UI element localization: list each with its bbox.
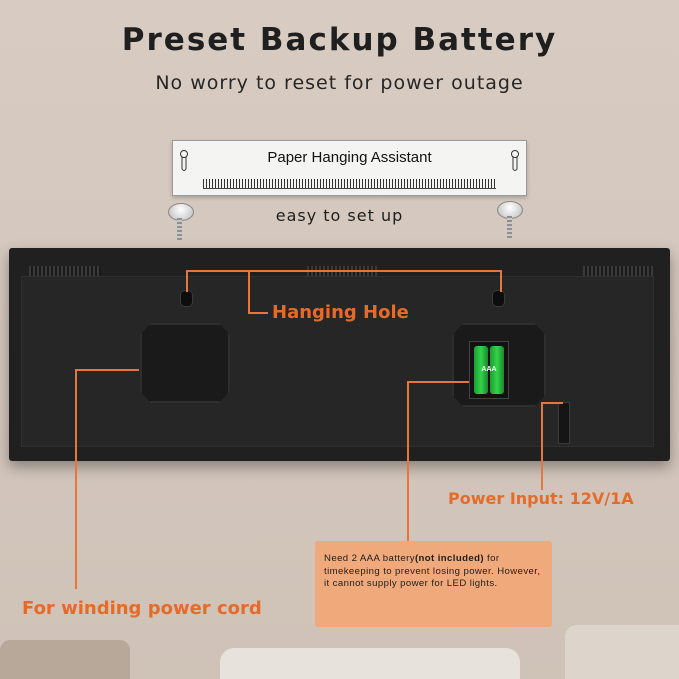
hanging-hole — [492, 290, 505, 307]
battery-icon — [490, 346, 504, 394]
page-title: Preset Backup Battery — [121, 22, 558, 58]
callout-line — [500, 270, 502, 292]
battery-mount — [452, 323, 546, 407]
battery-note: Need 2 AAA battery(not included) for tim… — [324, 553, 546, 591]
ruler-line — [203, 188, 496, 189]
callout-line — [541, 402, 563, 404]
ruler-ticks — [203, 179, 496, 188]
page-subtitle: No worry to reset for power outage — [155, 72, 524, 94]
vent-grille — [307, 266, 377, 278]
power-input-port — [558, 402, 570, 444]
background-sofa — [0, 640, 130, 679]
paper-label: Paper Hanging Assistant — [267, 149, 432, 166]
callout-line — [186, 270, 502, 272]
note-text-1: Need 2 AAA battery — [324, 553, 415, 564]
panel-recess — [21, 276, 654, 447]
callout-line — [75, 369, 77, 589]
battery-icon — [474, 346, 488, 394]
vent-grille — [29, 266, 101, 278]
winding-cord-label: For winding power cord — [22, 598, 262, 619]
hanging-hole — [180, 290, 193, 307]
screw-shaft — [177, 218, 182, 240]
power-input-label: Power Input: 12V/1A — [448, 489, 634, 508]
battery-label: AAA — [481, 366, 497, 373]
battery-compartment: AAA — [469, 341, 509, 399]
callout-line — [407, 381, 409, 541]
cord-winding-mount — [140, 323, 230, 403]
background-chair — [565, 625, 679, 679]
screw-shaft — [507, 216, 512, 238]
callout-line — [407, 381, 469, 383]
callout-line — [75, 369, 139, 371]
note-text-2: for timekeeping to prevent losing power.… — [324, 553, 541, 589]
callout-line — [248, 312, 268, 314]
keyhole-icon — [180, 150, 188, 171]
note-text-bold: (not included) — [414, 553, 484, 564]
paper-hanging-template: Paper Hanging Assistant — [172, 140, 527, 196]
battery-note-box: Need 2 AAA battery(not included) for tim… — [315, 541, 552, 627]
device-back-panel — [9, 248, 670, 461]
background-sofa — [220, 648, 520, 679]
callout-line — [186, 270, 188, 292]
vent-grille — [583, 266, 653, 278]
setup-caption: easy to set up — [275, 206, 404, 225]
callout-line — [541, 402, 543, 490]
callout-line — [248, 270, 250, 314]
keyhole-icon — [511, 150, 519, 171]
hanging-hole-label: Hanging Hole — [272, 302, 409, 323]
